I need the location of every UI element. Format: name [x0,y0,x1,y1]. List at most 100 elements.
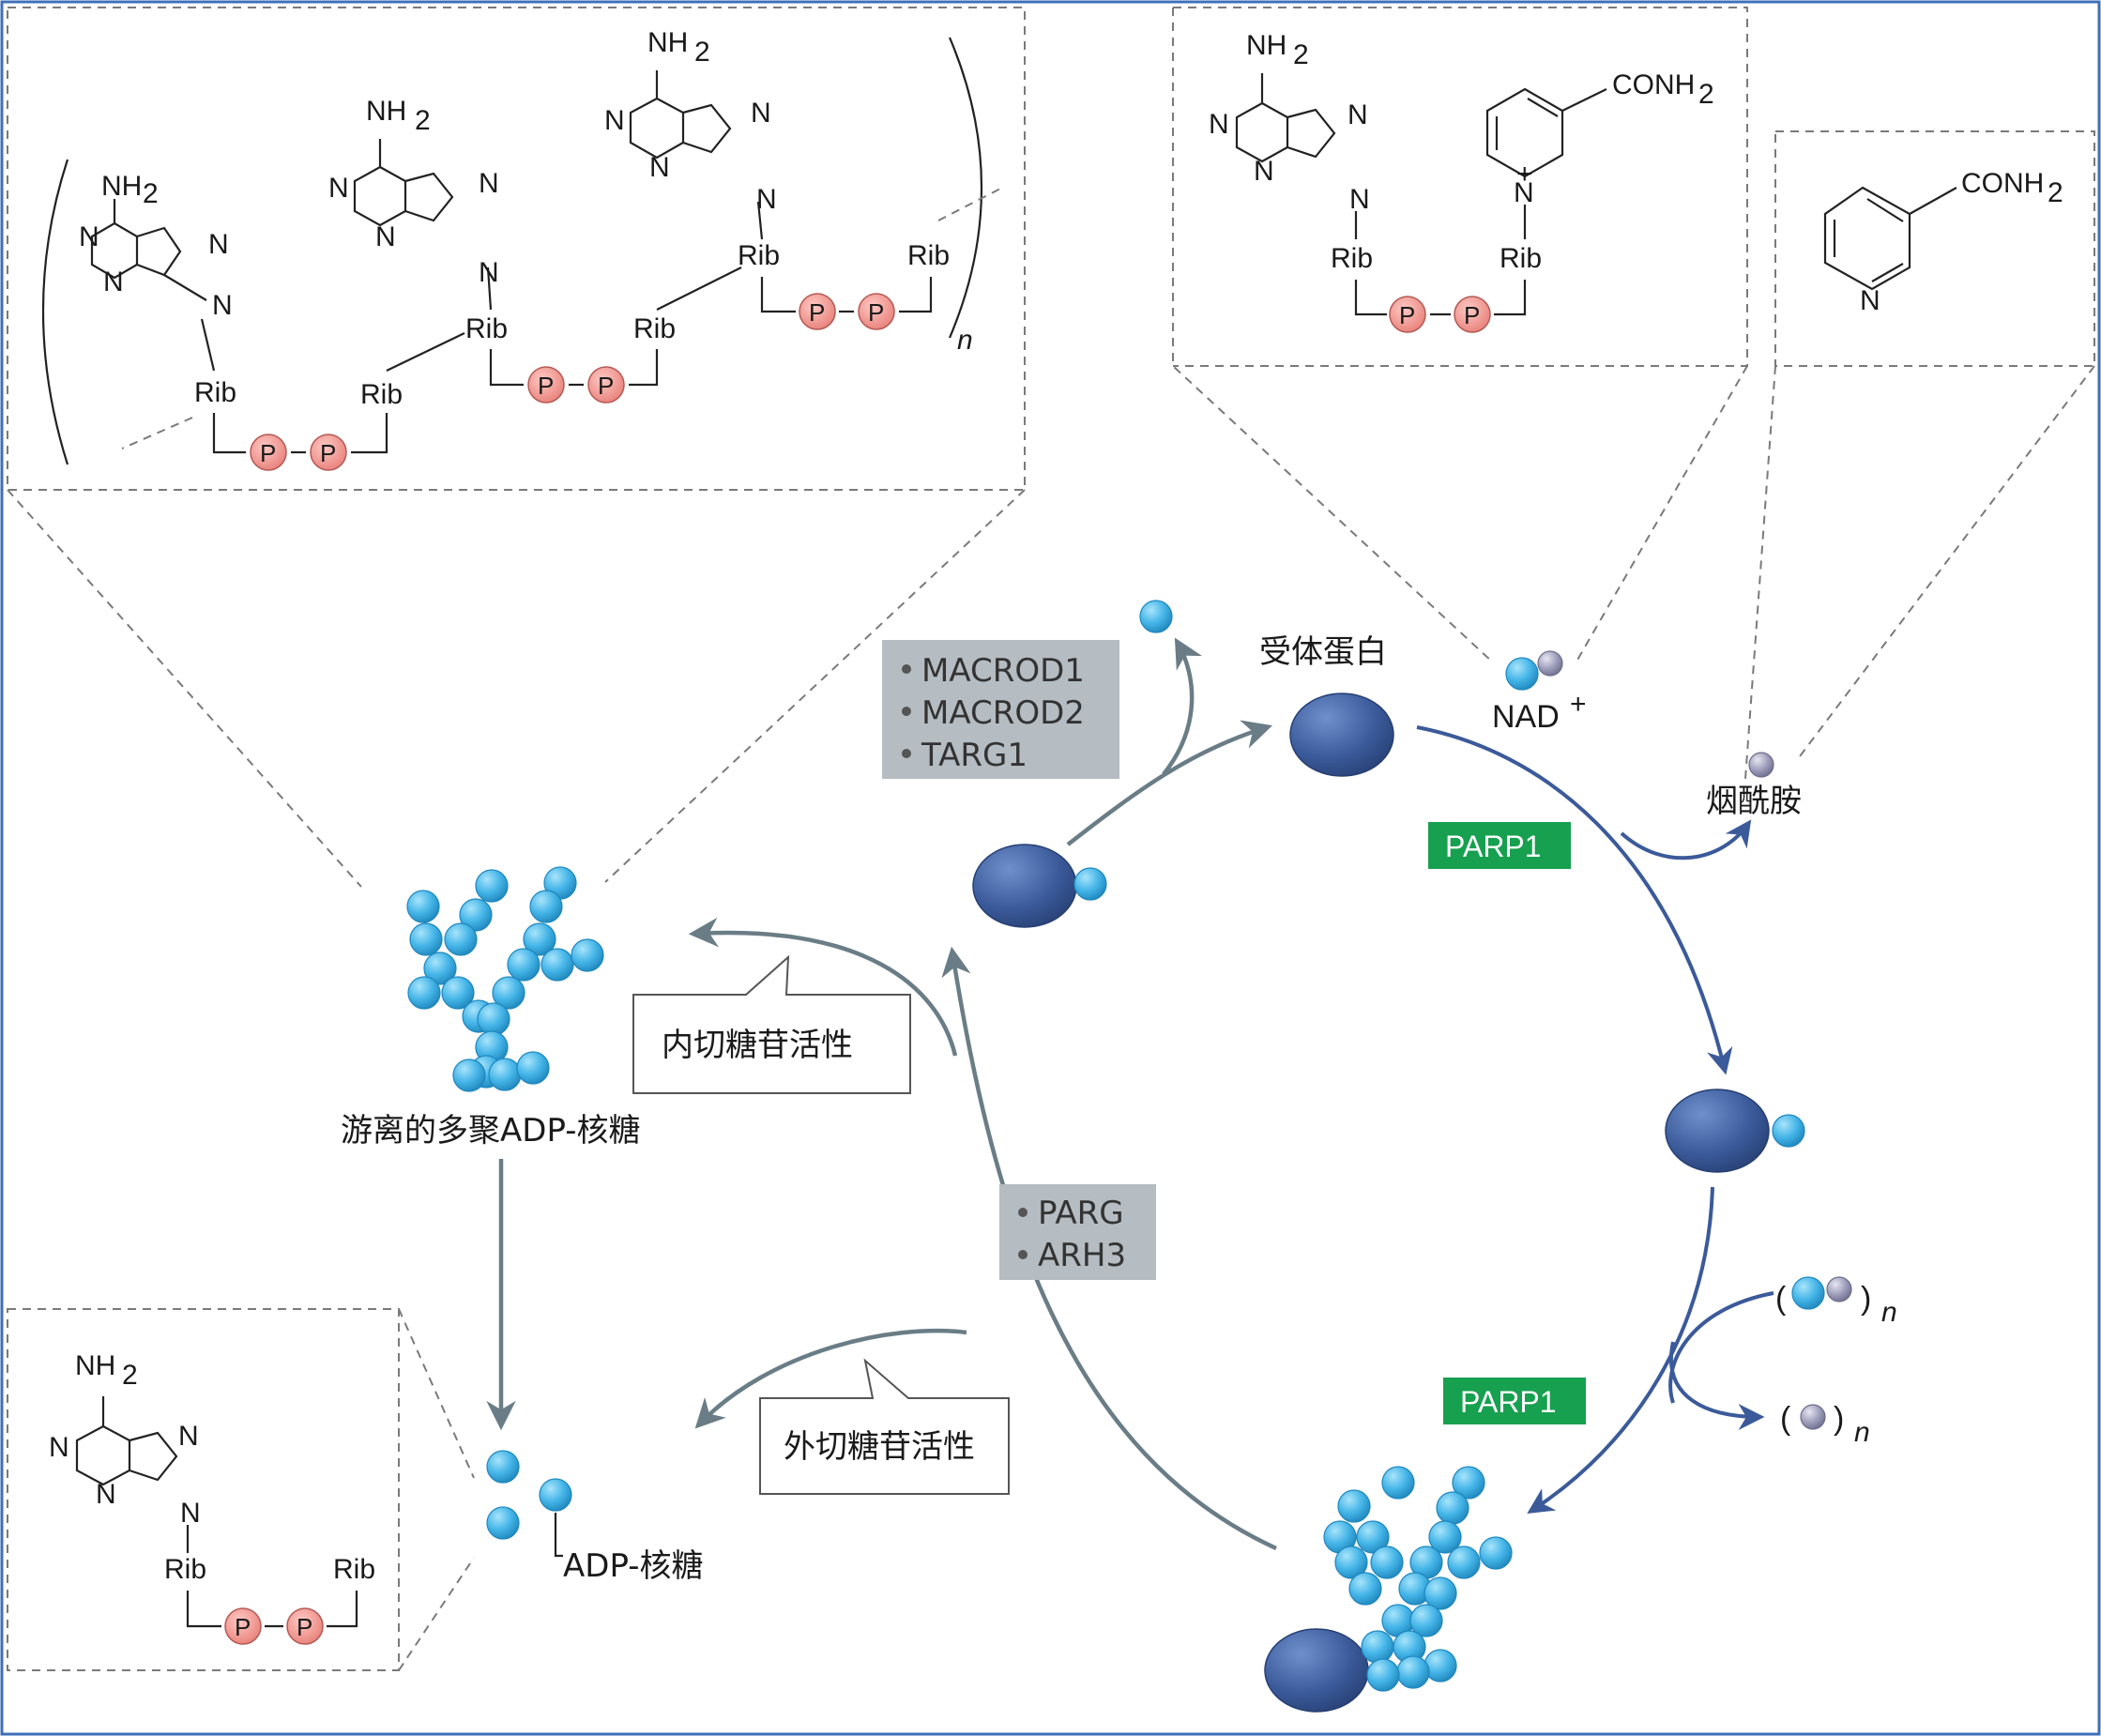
svg-text:Rib: Rib [633,313,676,344]
svg-text:Rib: Rib [907,240,950,271]
svg-text:外切糖苷活性: 外切糖苷活性 [784,1428,975,1466]
nad-nicotinamide [1537,650,1563,677]
svg-text:NH: NH [101,171,142,202]
svg-text:N: N [1347,99,1368,130]
svg-text:2: 2 [2048,177,2063,208]
acceptor-protein [1289,693,1394,777]
nad-n-input-arrow [1668,1291,1774,1404]
svg-text:MACROD2: MACROD2 [921,694,1085,732]
svg-text:N: N [1514,177,1534,208]
parp1-bottom: PARP1 [1443,1378,1586,1424]
svg-text:+: + [1516,159,1533,190]
svg-text:N: N [751,98,771,129]
parp1-top: PARP1 [1428,822,1571,869]
svg-text:+: + [1570,689,1587,720]
svg-text:n: n [1881,1297,1897,1328]
adenine-1: NH 2 N N N N [79,171,233,372]
svg-text:2: 2 [1293,39,1309,70]
svg-text:2: 2 [122,1360,138,1391]
nicotinamide-structure: N CONH 2 [1823,168,2063,316]
svg-text:NH: NH [1246,30,1286,61]
svg-text:2: 2 [143,178,159,209]
svg-text:P: P [297,1613,312,1641]
svg-text:N: N [479,168,499,199]
svg-text:N: N [79,221,99,252]
svg-text:N: N [103,266,124,297]
svg-text:P: P [868,298,884,327]
svg-text:N: N [208,229,229,260]
svg-text:(: ( [1780,1401,1791,1437]
svg-text:ARH3: ARH3 [1038,1237,1126,1274]
poly-adp-ribose-structure: n NH 2 N N N N Rib Rib NH 2 N N [41,27,1003,471]
svg-text:N: N [178,1421,199,1452]
svg-text:): ) [1861,1281,1871,1317]
svg-text:TARG1: TARG1 [921,737,1028,774]
svg-text:Rib: Rib [194,377,236,408]
svg-text:Rib: Rib [164,1554,206,1585]
enzyme-box-parg: PARG ARH3 [999,1184,1156,1280]
svg-text:MACROD1: MACROD1 [921,652,1085,690]
svg-text:受体蛋白: 受体蛋白 [1259,633,1387,671]
svg-text:P: P [1399,301,1415,329]
protein-bound-poly-adp-ribose [1264,1466,1513,1713]
free-poly-adp-ribose [406,866,604,1092]
enzyme-box-macrod: MACROD1 MACROD2 TARG1 [882,640,1119,779]
svg-text:N: N [1349,184,1370,215]
svg-text:NAD: NAD [1492,699,1560,735]
exo-arrow [941,946,1277,1551]
mono-protein-right [1665,1089,1770,1173]
svg-text:N: N [649,152,670,183]
svg-text:NH: NH [647,27,688,58]
svg-text:CONH: CONH [1961,168,2044,199]
svg-text:N: N [1254,156,1274,187]
svg-text:NH: NH [366,96,406,127]
svg-text:N: N [180,1498,201,1529]
svg-text:Rib: Rib [333,1554,375,1585]
svg-text:烟酰胺: 烟酰胺 [1706,783,1802,820]
svg-text:P: P [538,372,554,400]
svg-text:Rib: Rib [738,240,780,271]
svg-text:(: ( [1775,1281,1787,1317]
molecules [406,600,1852,1713]
svg-text:Rib: Rib [1331,243,1373,274]
nicotinamide-unit [1748,752,1774,778]
nicotinamide-n-output-arrow [1669,1341,1765,1430]
svg-text:P: P [260,439,276,467]
svg-text:Rib: Rib [360,379,403,410]
svg-text:N: N [756,184,777,215]
parp-arrow-2 [1527,1186,1714,1515]
exo-release-arrow [694,1328,967,1429]
svg-text:ADP-核糖: ADP-核糖 [563,1547,703,1585]
released-unit [1139,600,1173,633]
svg-text:NH: NH [75,1350,115,1381]
svg-text:内切糖苷活性: 内切糖苷活性 [662,1027,853,1064]
svg-text:N: N [212,290,233,321]
parp-arrow-1 [1416,725,1733,1075]
repeat-subscript: n [957,325,973,356]
svg-text:2: 2 [694,37,710,68]
release-unit-arrow [1162,637,1203,776]
svg-text:N: N [1860,285,1880,316]
svg-text:CONH: CONH [1612,69,1695,100]
svg-text:PARG: PARG [1038,1195,1124,1232]
cycle-arrows [486,637,1774,1551]
svg-text:P: P [1464,301,1480,329]
svg-text:N: N [1209,109,1229,140]
svg-text:2: 2 [415,105,431,136]
mono-protein [972,844,1077,928]
svg-text:P: P [809,298,825,327]
svg-text:N: N [375,221,396,252]
svg-text:N: N [479,257,499,288]
phosphate-group: P P P P P P [250,293,895,471]
endo-callout: 内切糖苷活性 [632,954,911,1094]
svg-text:PARP1: PARP1 [1445,830,1542,863]
svg-text:PARP1: PARP1 [1460,1385,1557,1419]
svg-text:2: 2 [1698,79,1714,110]
adp-ribose-structure: NH 2 N N N N Rib Rib P P [49,1350,375,1645]
svg-text:P: P [598,372,614,400]
nicotinamide-release-arrow [1620,819,1752,860]
svg-text:N: N [604,105,625,136]
